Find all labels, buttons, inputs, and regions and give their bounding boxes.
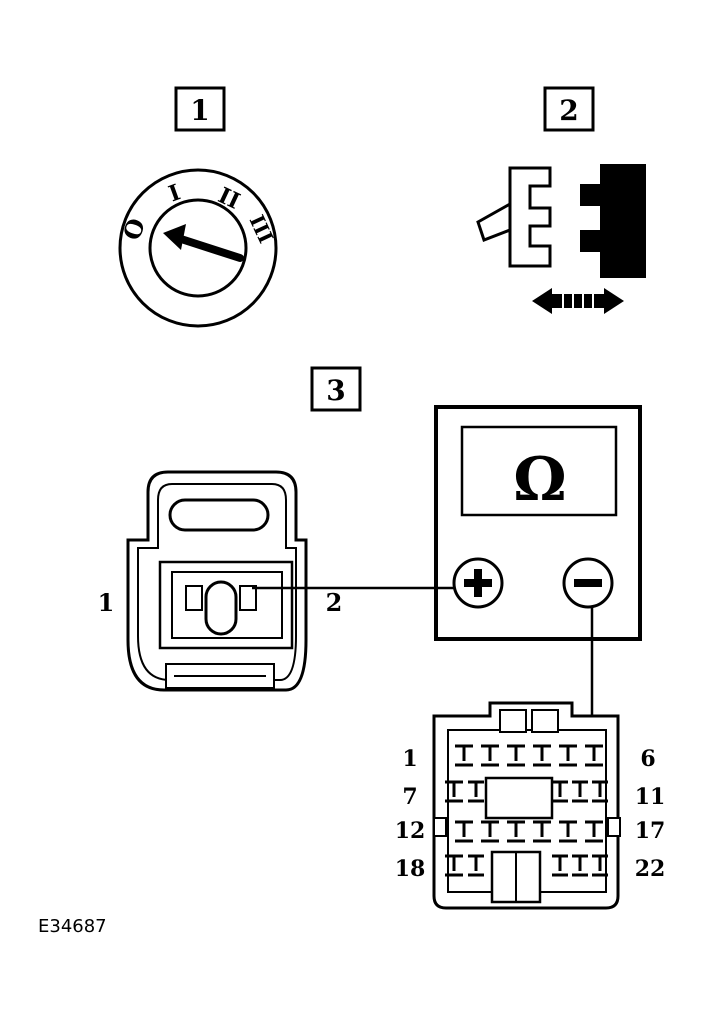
row-label-17: 17 [635,818,666,844]
row-label-18: 18 [395,856,426,882]
svg-text:1: 1 [190,94,209,127]
connector-disconnect-icon [476,164,646,278]
pin-1-label: 1 [98,588,115,617]
step-2-label: 2 [543,86,595,132]
ohmmeter: Ω [434,405,642,641]
step-1-label: 1 [174,86,226,132]
two-pin-connector: 1 2 [98,470,343,692]
row-label-12: 12 [395,818,426,844]
step-3-label: 3 [310,366,362,412]
twenty-two-pin-connector: 1 6 7 11 12 17 18 22 [395,701,666,910]
ignition-switch-icon: O I II III [117,168,278,328]
double-arrow-icon [532,288,624,314]
meter-display [460,425,618,517]
row-label-6: 6 [640,746,655,772]
figure-reference: E34687 [38,916,107,937]
row-label-7: 7 [402,784,417,810]
svg-text:3: 3 [326,374,345,407]
ohm-symbol: Ω [513,445,566,515]
pin-2-label: 2 [326,588,343,617]
key-slot-center [484,776,554,820]
svg-text:2: 2 [559,94,578,127]
row-label-22: 22 [635,856,666,882]
row-label-11: 11 [635,784,666,810]
row-label-1: 1 [402,746,417,772]
